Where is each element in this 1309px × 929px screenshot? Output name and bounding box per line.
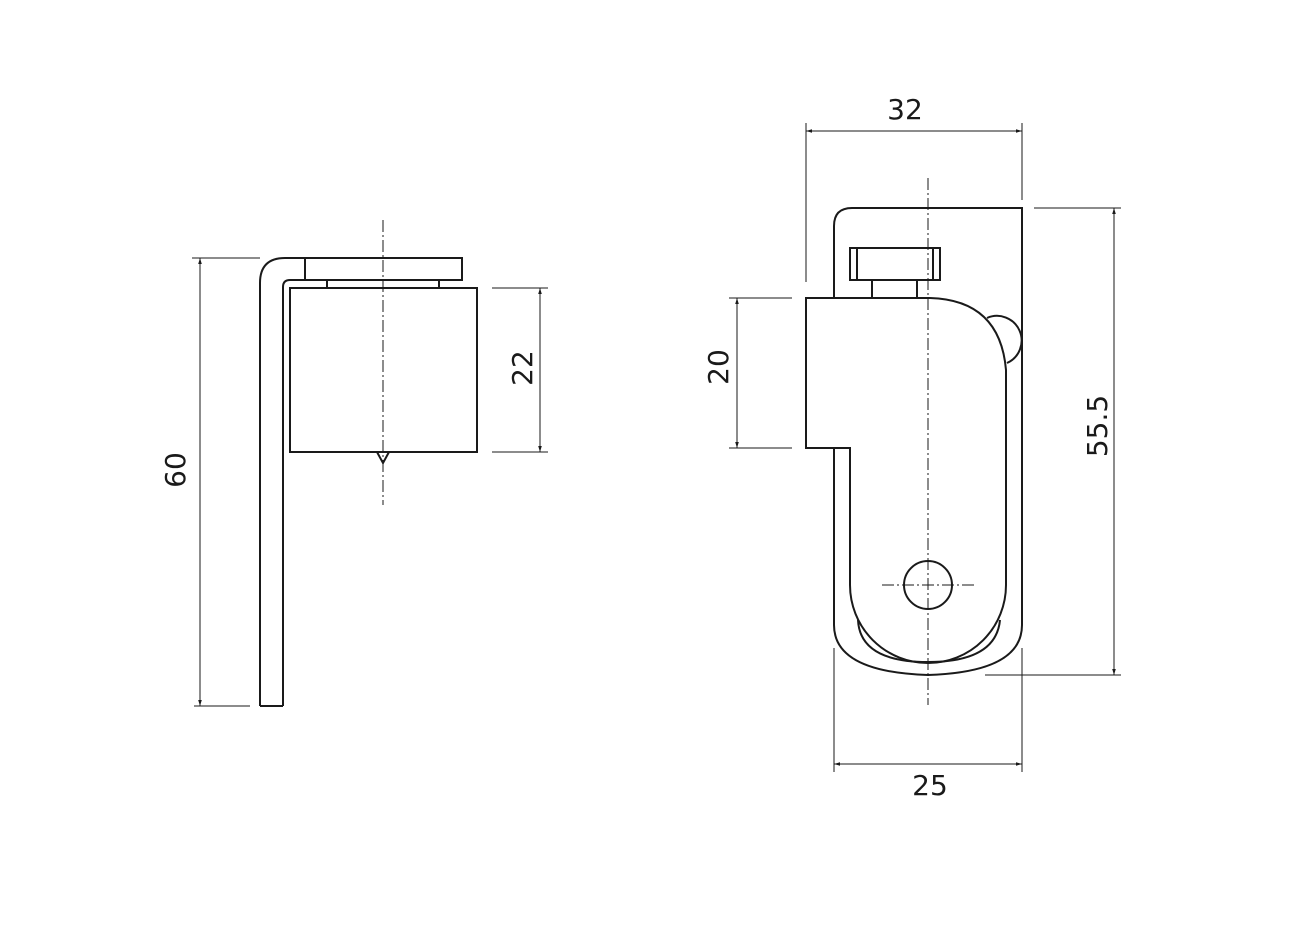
dimension-22: 22 — [506, 350, 539, 386]
dimension-60: 60 — [159, 452, 192, 488]
dimension-20: 20 — [702, 349, 735, 385]
inner-bottom-arc — [857, 619, 1001, 664]
side-view: 60 22 — [159, 220, 548, 707]
bracket-outline — [259, 257, 305, 707]
dimension-55-5: 55.5 — [1081, 395, 1114, 457]
plate-outline — [833, 207, 1023, 677]
clamp-body — [805, 297, 1007, 664]
front-view: 32 20 55.5 25 — [702, 93, 1121, 802]
bump — [986, 314, 1023, 364]
dimension-25: 25 — [912, 769, 948, 802]
hex-nut — [849, 247, 941, 281]
dimension-32: 32 — [887, 93, 923, 126]
